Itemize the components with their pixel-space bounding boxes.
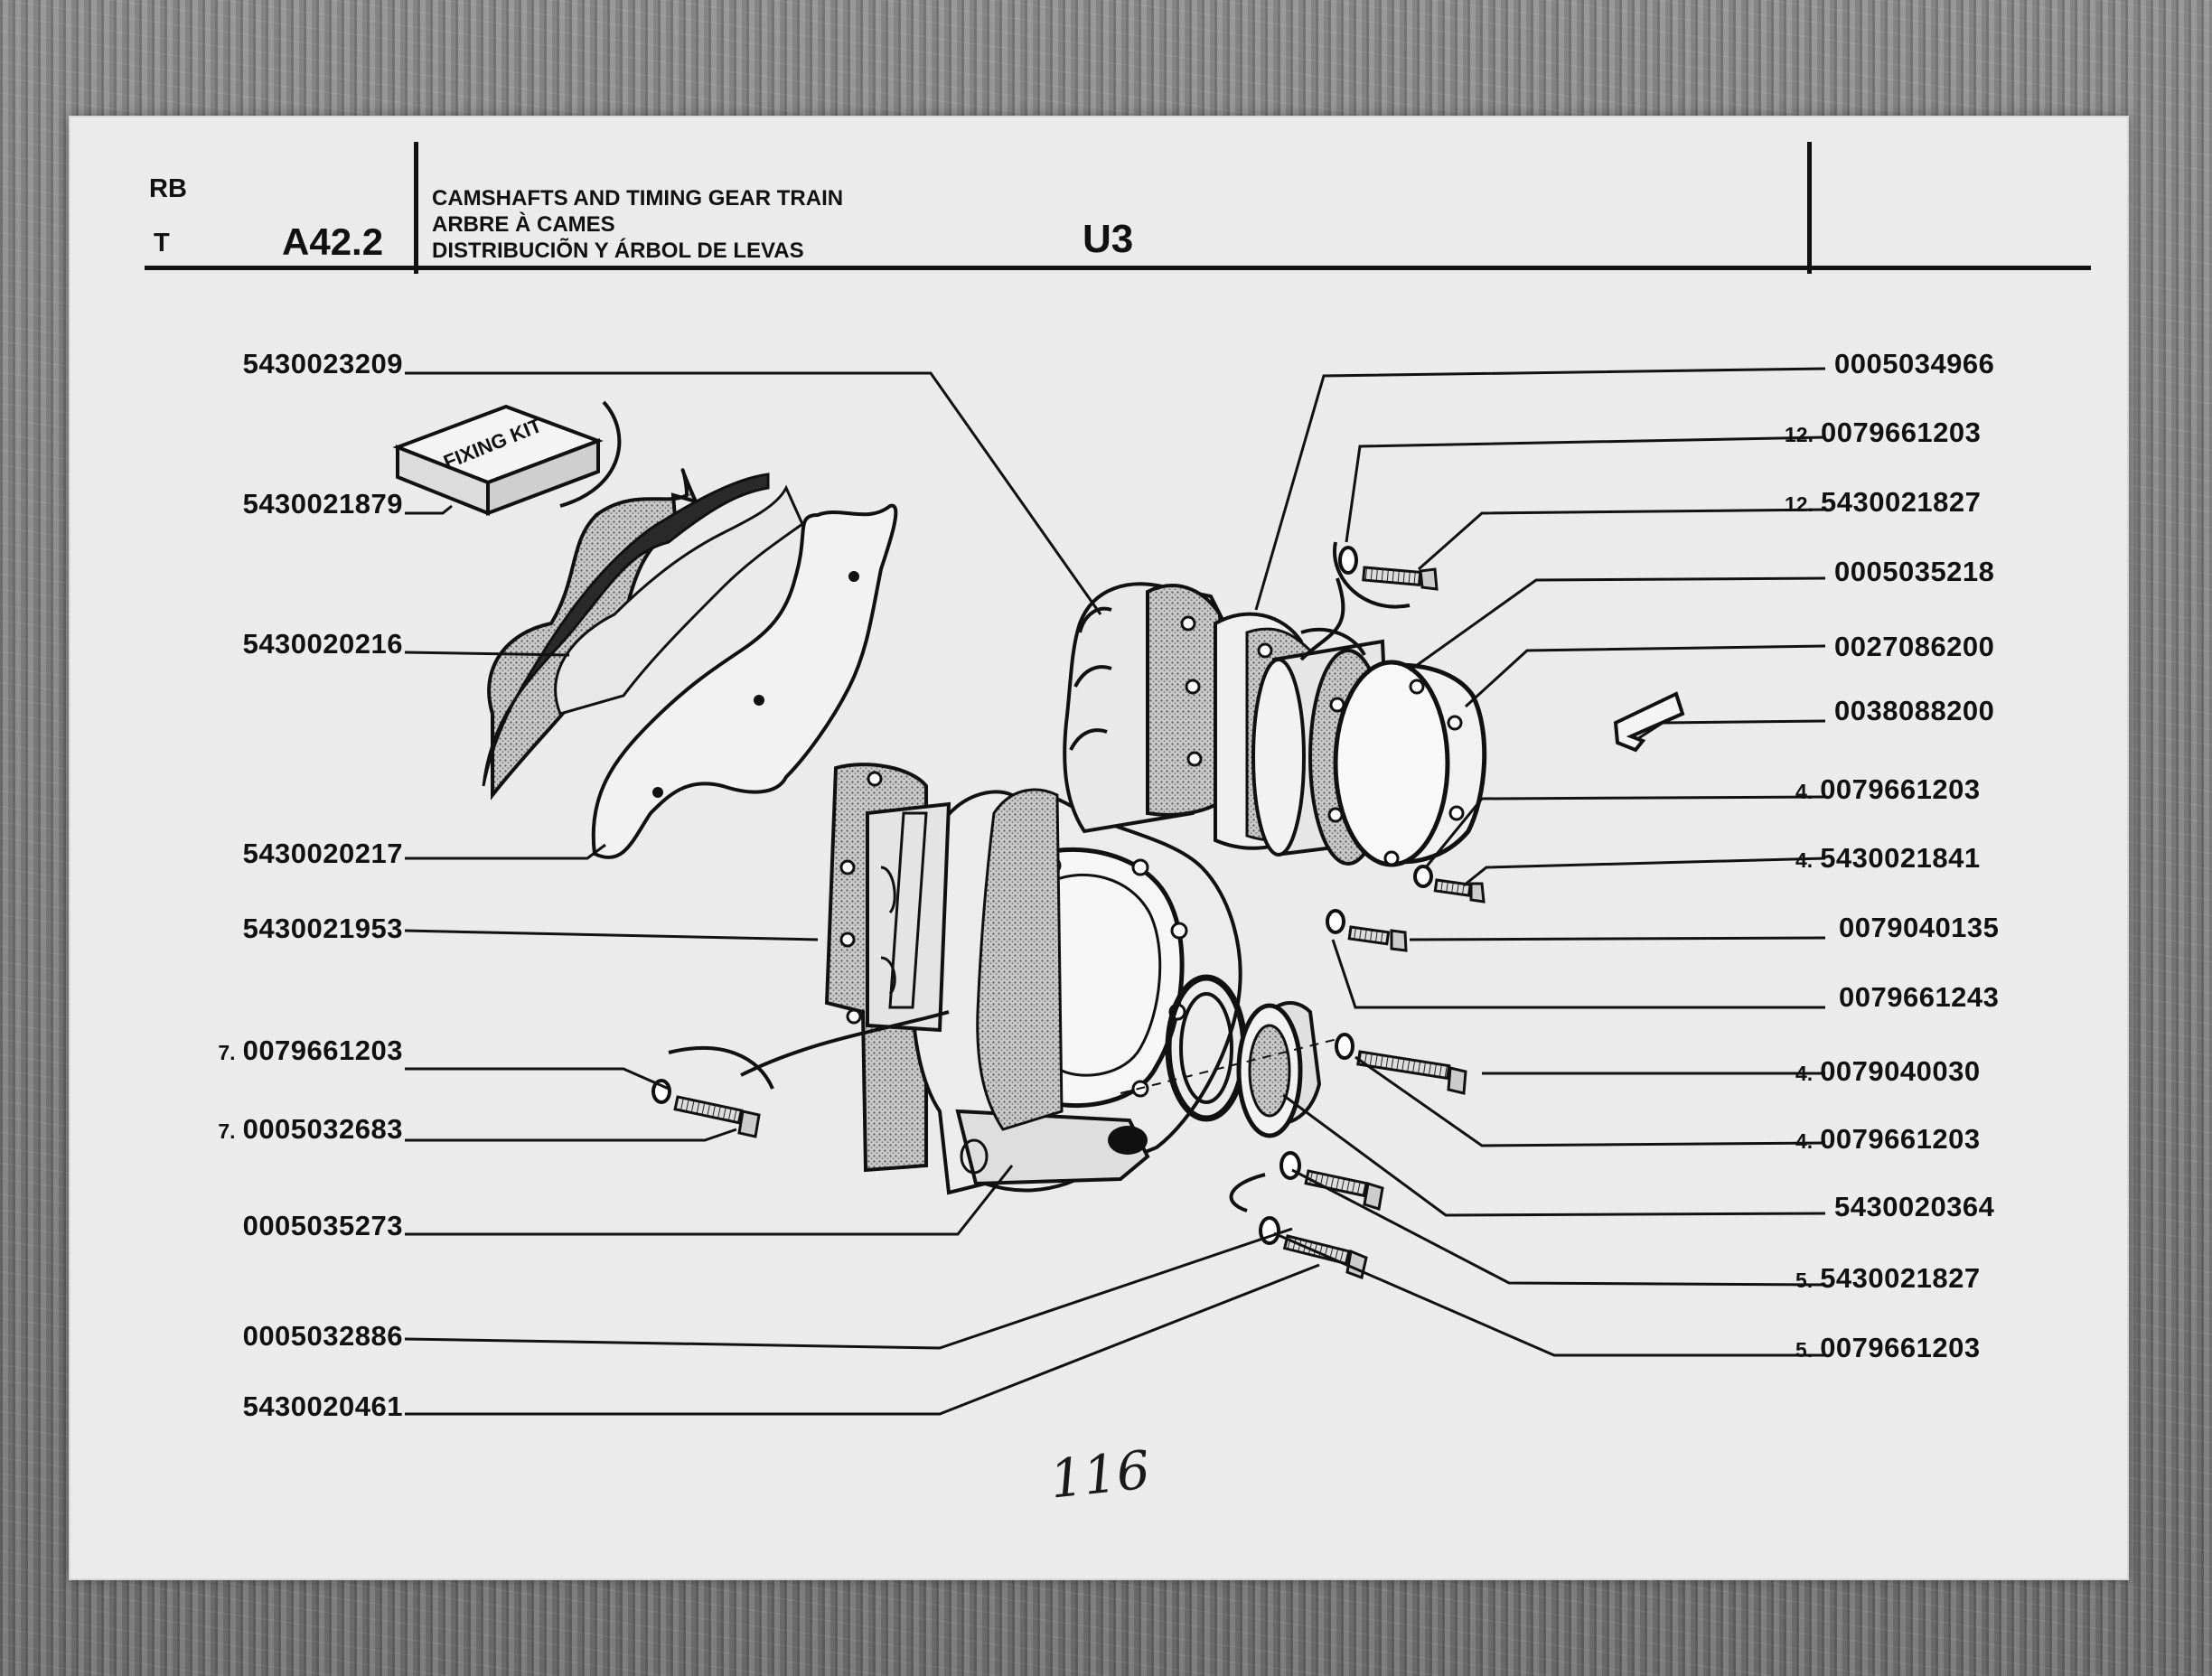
section-code: A42.2: [282, 220, 384, 263]
title-english: CAMSHAFTS AND TIMING GEAR TRAIN: [432, 186, 844, 211]
callout-right-15: 5.0079661203: [1795, 1332, 1981, 1363]
callout-right-2: 12.0079661203: [1785, 417, 1982, 448]
cover-channel: [554, 484, 804, 716]
callout-left-6: 7.0079661203: [218, 1035, 403, 1066]
callout-left-3: 5430020216: [242, 628, 403, 660]
header-right-divider: [1807, 142, 1812, 274]
header-t: T: [154, 229, 170, 257]
callout-right-1: 0005034966: [1834, 348, 1995, 379]
bracket-clip: [1613, 691, 1685, 753]
callout-right-5: 0027086200: [1834, 631, 1995, 662]
callout-left-1: 5430023209: [242, 348, 403, 379]
callout-right-10: 0079661243: [1839, 981, 2000, 1013]
bolt-left-7: [651, 1079, 761, 1138]
callout-left-4: 5430020217: [242, 838, 403, 869]
case-rear-wall: [866, 801, 951, 1033]
callout-right-14: 5.5430021827: [1795, 1262, 1981, 1294]
bolt-top-12: [1338, 546, 1439, 591]
kit-bracket: [559, 400, 622, 508]
callout-right-9: 0079040135: [1839, 912, 2000, 943]
callout-left-5: 5430021953: [242, 913, 403, 944]
fixing-kit-box: FIXING KIT: [392, 404, 604, 516]
title-french: ARBRE À CAMES: [432, 212, 615, 237]
callout-left-2: 5430021879: [242, 488, 403, 520]
callout-right-12: 4.0079661203: [1795, 1123, 1981, 1155]
callout-left-9: 0005032886: [242, 1320, 403, 1352]
callout-right-6: 0038088200: [1834, 695, 1995, 726]
header-rule: [145, 266, 2091, 270]
handwritten-page-number: 116: [1046, 1438, 1153, 1511]
callout-right-13: 5430020364: [1834, 1191, 1995, 1222]
bolt-cover-4: [1413, 865, 1486, 904]
callout-right-11: 4.0079040030: [1795, 1055, 1981, 1087]
header-divider: [414, 142, 418, 274]
cover-seal-strip: [482, 473, 770, 787]
inner-cover-plate: [591, 503, 898, 859]
unit-code: U3: [1083, 217, 1134, 261]
callout-left-7: 7.0005032683: [218, 1113, 403, 1145]
callout-left-8: 0005035273: [242, 1210, 403, 1241]
title-spanish: DISTRIBUCIÕN Y ÁRBOL DE LEVAS: [432, 239, 804, 263]
callout-right-8: 4.5430021841: [1795, 842, 1981, 874]
callout-right-3: 12.5430021827: [1785, 486, 1982, 518]
bolt-5-upper: [1279, 1151, 1384, 1211]
bolt-0079040030: [1335, 1033, 1467, 1095]
header-rb: RB: [149, 174, 187, 203]
callout-right-7: 4.0079661203: [1795, 773, 1981, 805]
bolt-0079040135: [1326, 909, 1408, 952]
callout-left-10: 5430020461: [242, 1390, 403, 1422]
callout-right-4: 0005035218: [1834, 556, 1995, 587]
